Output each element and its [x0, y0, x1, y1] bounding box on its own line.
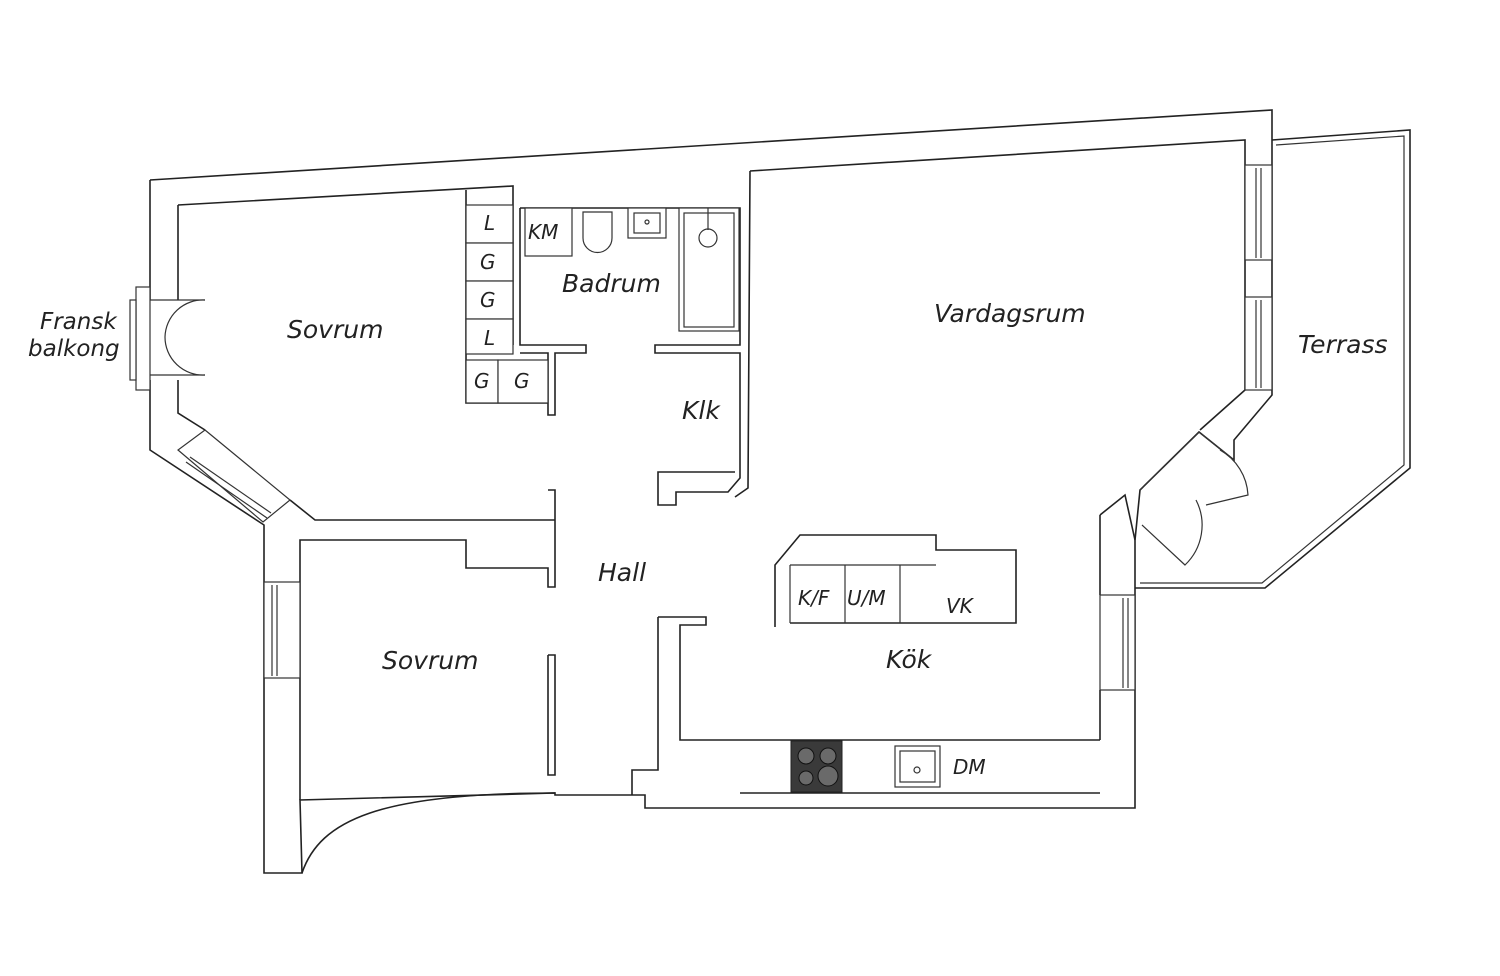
label-closet-g2: G — [480, 288, 496, 312]
terrace-door — [1139, 431, 1249, 566]
fixture-labels: KM K/F U/M VK DM — [528, 220, 986, 779]
label-sovrum-bottom: Sovrum — [382, 646, 478, 675]
window-living-top — [1244, 164, 1273, 261]
label-hall: Hall — [598, 558, 646, 587]
label-kok: Kök — [886, 645, 933, 674]
toilet — [582, 211, 613, 254]
label-badrum: Badrum — [562, 269, 661, 298]
window-living-bottom — [1244, 296, 1273, 391]
label-kf: K/F — [798, 586, 830, 610]
label-um: U/M — [847, 586, 886, 610]
windows — [177, 164, 1273, 691]
terrace — [1135, 129, 1411, 589]
label-closet-g3: G — [474, 369, 490, 393]
label-closet-g1: G — [480, 250, 496, 274]
washing-machine — [524, 207, 573, 257]
wardrobes — [465, 204, 549, 404]
kitchen-counter — [790, 740, 941, 793]
label-balkong: balkong — [28, 336, 120, 362]
window-kitchen — [1099, 594, 1136, 691]
window-bedroom — [263, 581, 301, 679]
label-vardagsrum: Vardagsrum — [934, 299, 1086, 328]
label-closet-l2: L — [484, 326, 495, 350]
bathtub — [678, 207, 740, 332]
exterior-walls — [149, 109, 1273, 874]
label-fransk: Fransk — [40, 309, 118, 335]
kitchen-island — [774, 534, 1017, 627]
room-labels: Sovrum Sovrum Badrum Klk Hall Vardagsrum… — [287, 269, 1388, 675]
curved-wall — [301, 792, 556, 874]
balcony-label: Fransk balkong — [28, 309, 120, 362]
window-bay — [177, 429, 291, 523]
bathroom-fixtures — [524, 207, 740, 332]
label-sovrum-top: Sovrum — [287, 315, 383, 344]
label-klk: Klk — [682, 396, 721, 425]
french-balcony-doors — [129, 286, 206, 391]
label-dm: DM — [953, 755, 986, 779]
label-vk: VK — [946, 594, 975, 618]
label-km: KM — [528, 220, 558, 244]
label-closet-g4: G — [514, 369, 530, 393]
label-closet-l1: L — [484, 211, 495, 235]
closet-labels: L G G L G G — [474, 211, 530, 393]
label-terrass: Terrass — [1298, 330, 1388, 359]
